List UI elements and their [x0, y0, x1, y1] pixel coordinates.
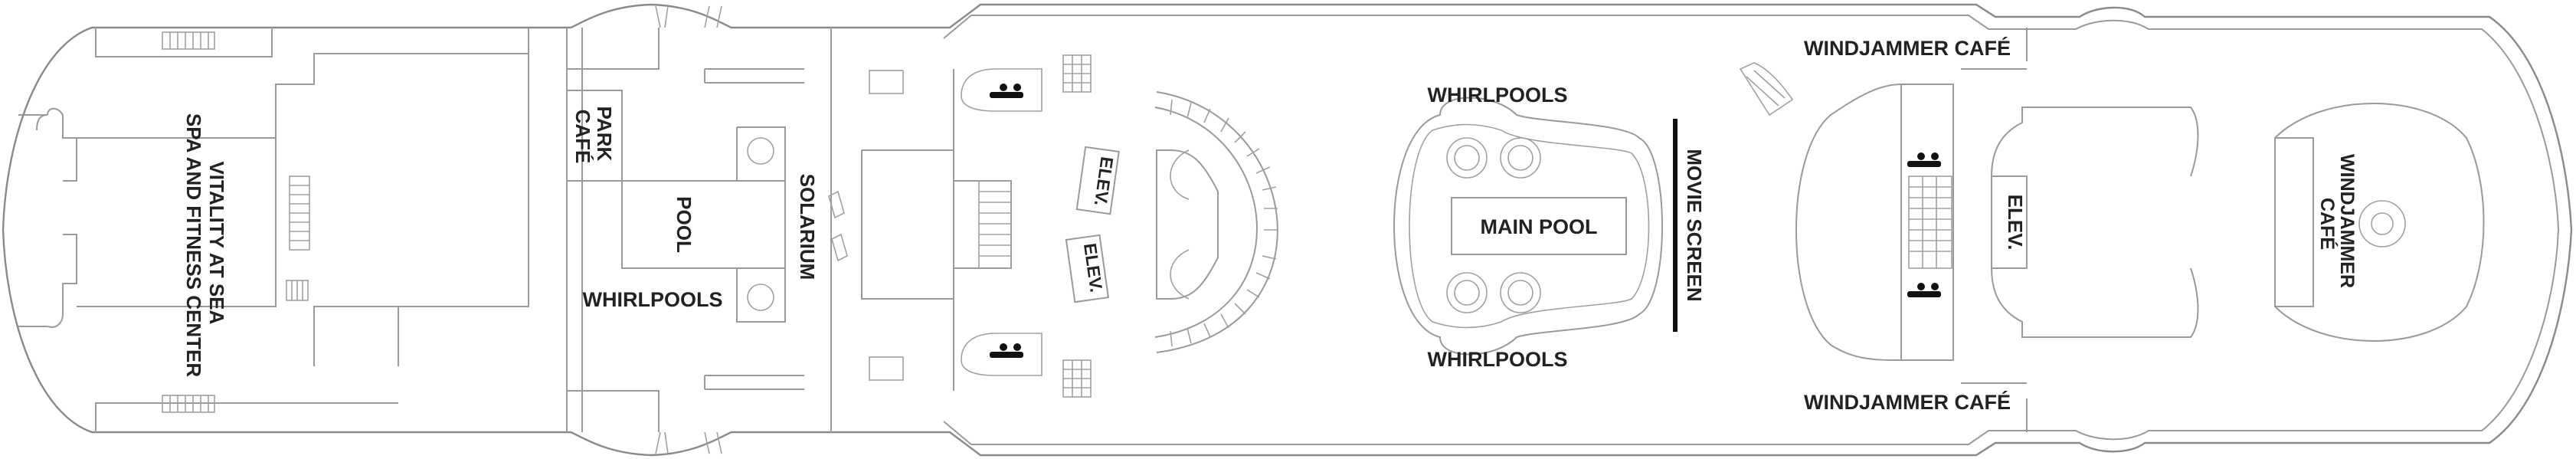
elevator-label-1: ELEV.: [1091, 156, 1118, 207]
elevator-label-2: ELEV.: [1080, 242, 1107, 293]
hull-outline: [2, 3, 2573, 457]
solarium-label: SOLARIUM: [796, 174, 819, 280]
restroom-icon: [1907, 152, 1941, 167]
elevator-icon: ELEV.: [1065, 234, 1110, 303]
staircase-icon: [162, 395, 215, 413]
spa-label-line2: SPA AND FITNESS CENTER: [182, 113, 205, 378]
svg-text:WINDJAMMER CAFÉ: WINDJAMMER CAFÉ: [2316, 154, 2358, 293]
restroom-icon: [990, 343, 1023, 358]
whirlpools-left-label: WHIRLPOOLS: [583, 288, 723, 311]
main-pool-area: MAIN POOL WHIRLPOOLS WHIRLPOOLS MOVIE SC…: [1393, 84, 1706, 371]
whirlpools-top-label: WHIRLPOOLS: [1428, 84, 1568, 107]
windjammer-area: ELEV. WINDJAMMER CAFÉ WINDJAMMER CAFÉ WI…: [1739, 28, 2485, 432]
svg-text:VITALITY AT SEA SPA AND: VITALITY AT SEA SPA AND FITNESS CENTER: [182, 113, 228, 378]
staircase-icon: [289, 175, 310, 251]
windjammer-aft-label-line2: CAFÉ: [2316, 198, 2339, 250]
park-cafe-label-line2: CAFÉ: [571, 110, 594, 164]
park-cafe-label-line1: PARK: [593, 107, 616, 162]
windjammer-aft-label-line1: WINDJAMMER: [2336, 154, 2358, 288]
staircase-icon: [1062, 54, 1092, 93]
staircase-icon: [286, 280, 309, 301]
spa-label-line1: VITALITY AT SEA: [205, 161, 228, 324]
forward-core: ELEV. ELEV.: [953, 54, 1278, 398]
svg-text:PARK CAFÉ: PARK CAFÉ: [571, 107, 616, 167]
elevator-label-3: ELEV.: [2004, 195, 2027, 251]
windjammer-top-label: WINDJAMMER CAFÉ: [1804, 36, 2011, 60]
elevator-icon: ELEV.: [1075, 146, 1120, 215]
movie-screen-label: MOVIE SCREEN: [1683, 149, 1706, 301]
spa-area: VITALITY AT SEA SPA AND FITNESS CENTER: [18, 28, 529, 432]
staircase-icon: [162, 31, 215, 50]
main-pool-label: MAIN POOL: [1481, 215, 1598, 238]
whirlpools-bottom-label: WHIRLPOOLS: [1428, 348, 1568, 371]
solarium-area: PARK CAFÉ POOL SOLARIUM WHIRLPOOLS: [566, 5, 954, 454]
staircase-icon: [1908, 175, 1952, 269]
staircase-icon: [978, 180, 1012, 269]
windjammer-bottom-label: WINDJAMMER CAFÉ: [1804, 390, 2011, 414]
restroom-icon: [1907, 283, 1941, 297]
whirlpool-icon: [1446, 137, 1541, 313]
pool-label: POOL: [673, 196, 696, 253]
restroom-icon: [990, 84, 1023, 98]
movie-screen: [1673, 119, 1678, 332]
staircase-icon: [1062, 359, 1092, 398]
